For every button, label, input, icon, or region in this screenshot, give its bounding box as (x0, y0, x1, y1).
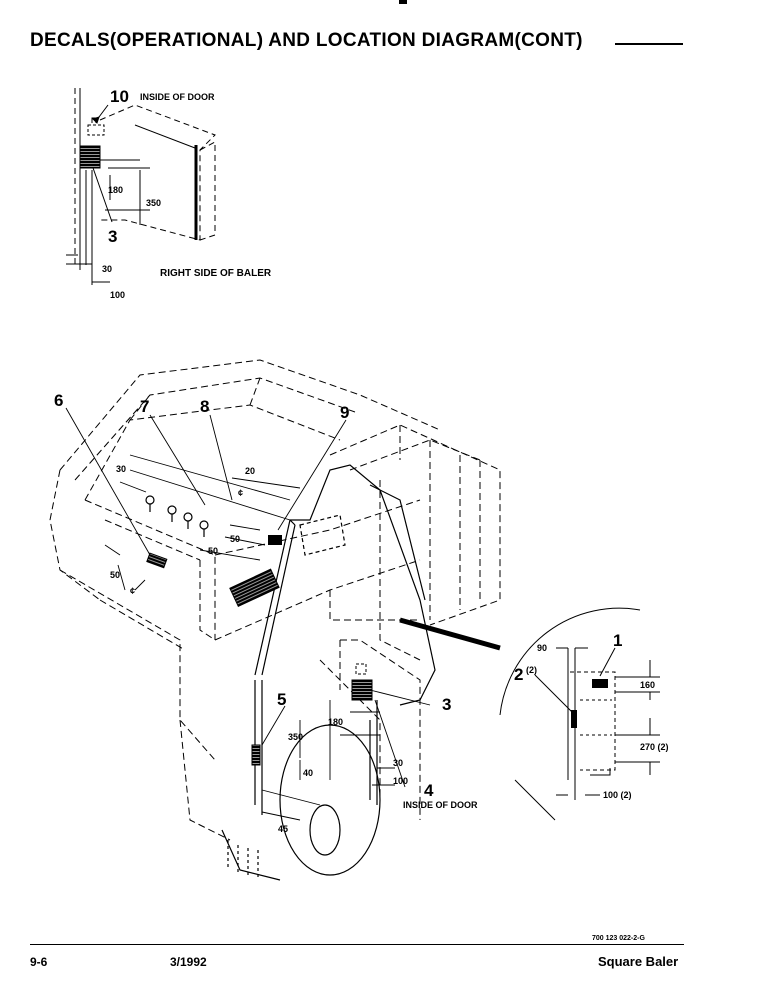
dim-90-detail: 90 (537, 643, 547, 653)
baler-body (49, 359, 501, 841)
decal-9 (268, 535, 282, 545)
callout-7: 7 (140, 397, 149, 416)
top-inset (66, 88, 216, 285)
dim-160-detail: 160 (640, 680, 655, 690)
callout-2-qty: (2) (526, 665, 537, 675)
detail-circle (499, 607, 660, 821)
centerline-top: ¢ (238, 488, 243, 498)
decal-door-latch (355, 663, 367, 675)
decal-1 (592, 679, 608, 688)
callout-2: 2 (514, 665, 523, 684)
callout-8: 8 (200, 397, 209, 416)
top-edge-mark (399, 0, 407, 4)
page-number: 9-6 (30, 955, 48, 969)
dim-350-top: 350 (146, 198, 161, 208)
callout-1: 1 (613, 631, 622, 650)
document-code: 700 123 022-2-G (592, 935, 645, 942)
dim-100-door: 100 (393, 776, 408, 786)
callout-10: 10 (110, 87, 129, 106)
callout-5: 5 (277, 690, 286, 709)
decal-panel-graphic (229, 568, 280, 608)
dim-50-a: 50 (230, 534, 240, 544)
callout-3-top: 3 (108, 227, 117, 246)
dim-100-detail: 100 (2) (603, 790, 632, 800)
callout-9: 9 (340, 403, 349, 422)
callout-4: 4 (424, 781, 434, 800)
callout-3-main: 3 (442, 695, 451, 714)
decal-5 (251, 744, 261, 766)
decal-6 (146, 552, 168, 569)
dim-40-main: 40 (303, 768, 313, 778)
right-side-caption: RIGHT SIDE OF BALER (160, 268, 272, 279)
inside-of-door-main: INSIDE OF DOOR (403, 800, 478, 810)
decal-2 (571, 710, 577, 728)
dim-100-top: 100 (110, 290, 125, 300)
decal-3-main (351, 679, 373, 701)
dim-30-top: 30 (102, 264, 112, 274)
dim-20-main: 20 (245, 466, 255, 476)
page-title: DECALS(OPERATIONAL) AND LOCATION DIAGRAM… (30, 30, 583, 51)
dim-30-main: 30 (116, 464, 126, 474)
product-name: Square Baler (598, 954, 679, 969)
publication-date: 3/1992 (170, 955, 207, 969)
dim-350-main: 350 (288, 732, 303, 742)
centerline-left: ¢ (130, 586, 135, 596)
dim-50-c: 50 (110, 570, 120, 580)
dim-180-top: 180 (108, 185, 123, 195)
callout-6: 6 (54, 391, 63, 410)
decal-10-location (87, 124, 105, 136)
dim-270-detail: 270 (2) (640, 742, 669, 752)
dim-30-door: 30 (393, 758, 403, 768)
title-rule (615, 43, 683, 45)
dim-50-b: 50 (208, 546, 218, 556)
decal-3-top-inset (79, 145, 101, 169)
baler-frame (145, 464, 501, 881)
footer-rule (30, 944, 684, 945)
dim-45-main: 45 (278, 824, 288, 834)
inside-of-door-label: INSIDE OF DOOR (140, 92, 215, 102)
dim-180-main: 180 (328, 717, 343, 727)
main-leaders (65, 407, 431, 821)
